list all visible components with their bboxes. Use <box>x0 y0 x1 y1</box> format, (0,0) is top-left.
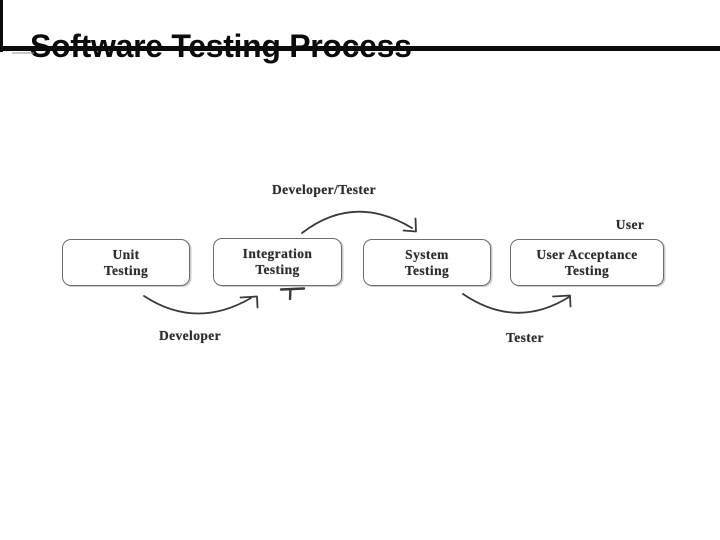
arrow-unit-to-integration <box>143 295 252 315</box>
box-unit-testing: Unit Testing <box>62 239 190 286</box>
arrow-system-to-uat <box>462 293 570 314</box>
box-label: System Testing <box>404 246 450 278</box>
arrowhead-up-right-icon <box>239 295 259 309</box>
label-tester: Tester <box>506 330 544 345</box>
scan-smudge <box>12 52 34 54</box>
label-developer-tester: Developer/Tester <box>271 182 377 197</box>
label-developer: Developer <box>158 328 222 343</box>
box-label: User Acceptance Testing <box>536 246 638 278</box>
box-label: Integration Testing <box>242 246 313 277</box>
box-system-testing: System Testing <box>363 239 491 286</box>
title-underline <box>0 46 720 51</box>
stray-mark <box>279 287 306 301</box>
box-integration-testing: Integration Testing <box>213 238 342 286</box>
arrowhead-up-right-icon <box>552 294 572 308</box>
arrow-integration-to-system <box>301 210 413 234</box>
box-label: Unit Testing <box>103 246 149 278</box>
label-user: User <box>615 217 645 232</box>
box-user-acceptance-testing: User Acceptance Testing <box>510 239 664 286</box>
arrowhead-down-right-icon <box>402 217 417 233</box>
left-edge-bar <box>0 0 3 52</box>
